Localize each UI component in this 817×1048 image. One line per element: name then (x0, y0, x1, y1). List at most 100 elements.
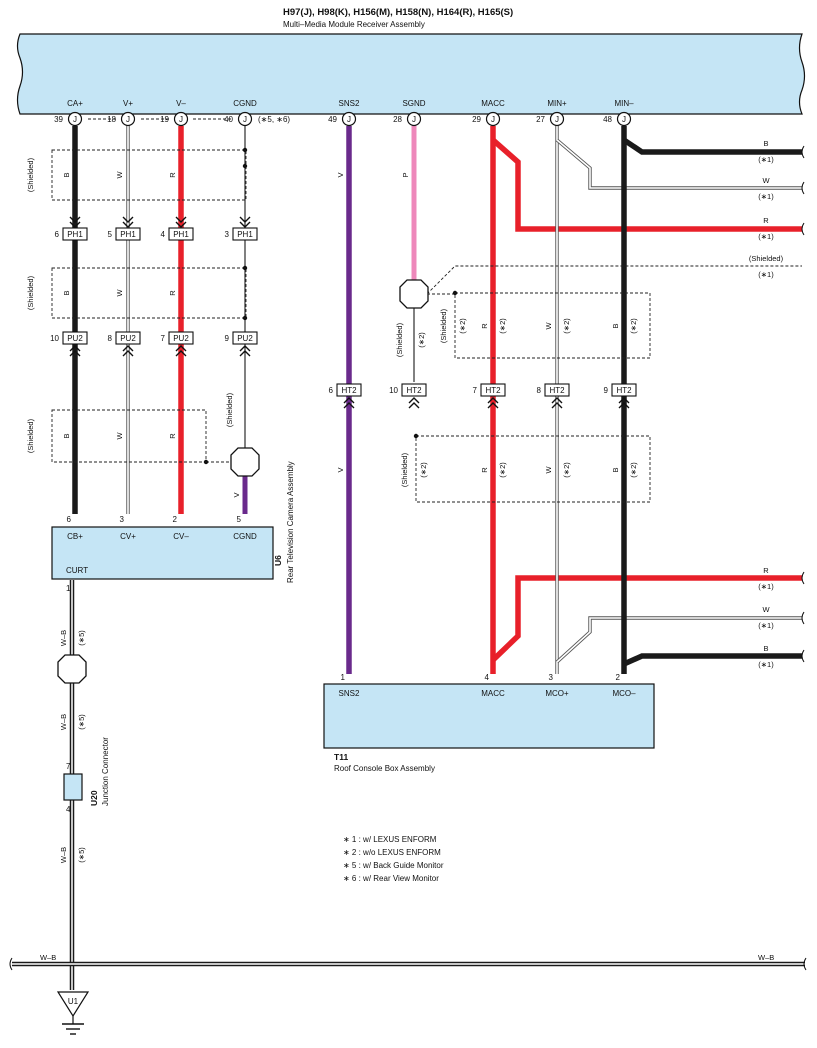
note-macc-t: (∗2) (498, 318, 507, 334)
svg-text:PU2: PU2 (67, 334, 83, 343)
console-box (323, 683, 655, 749)
shield-box-5 (415, 435, 651, 503)
note-curt-2: (∗5) (77, 714, 86, 730)
receiver-pin-4 (341, 111, 357, 127)
branch-b-bottom-note: (∗1) (758, 660, 774, 669)
camera-signal-1: CV+ (120, 532, 136, 541)
camera-name: Rear Television Camera Assembly (286, 461, 295, 583)
label-minp-b: W (544, 466, 553, 474)
svg-text:7: 7 (161, 334, 166, 343)
ht2-connector-4: HT2 9 (604, 383, 637, 409)
note-macc-b: (∗2) (498, 462, 507, 478)
receiver-pin-5 (406, 111, 422, 127)
shield-box-4 (454, 292, 651, 359)
receiver-pin-num-8: 48 (603, 115, 612, 124)
label-minm-t: B (611, 323, 620, 328)
svg-text:9: 9 (604, 386, 609, 395)
svg-text:8: 8 (108, 334, 113, 343)
shield-note-7: (∗2) (419, 462, 428, 478)
receiver-pin-1 (120, 111, 136, 127)
console-pin-num-3: 2 (616, 673, 621, 682)
camera-signal-0: CB+ (67, 532, 83, 541)
console-pin-num-1: 4 (485, 673, 490, 682)
note-1: ∗ 1 : w/ LEXUS ENFORM (343, 835, 437, 844)
svg-text:7: 7 (473, 386, 478, 395)
junction-pin-in: 7 (66, 762, 71, 771)
note-curt-1: (∗5) (77, 630, 86, 646)
receiver-signal-4: SNS2 (339, 99, 360, 108)
branch-r-top-note: (∗1) (758, 232, 774, 241)
camera-pin-num-3: 5 (237, 515, 242, 524)
shield-label-4: (Shielded) (225, 392, 234, 427)
svg-text:PH1: PH1 (67, 230, 83, 239)
receiver-pin-num-3: 40 (224, 115, 233, 124)
camera-box (51, 526, 274, 580)
label-sgnd-p: P (401, 172, 410, 177)
branch-b-bottom: B (763, 644, 768, 653)
svg-text:PU2: PU2 (120, 334, 136, 343)
receiver-pin-num-4: 49 (328, 115, 337, 124)
receiver-pin-conn-0: J (73, 115, 77, 124)
console-signal-0: SNS2 (339, 689, 360, 698)
label-curt-3: W–B (59, 847, 68, 863)
label-ca-b1: B (62, 172, 71, 177)
ph1-connector-0: PH1 6 (55, 216, 88, 241)
label-minm-b: B (611, 467, 620, 472)
label-cgnd-v: V (232, 492, 241, 497)
receiver-part-name: Multi–Media Module Receiver Assembly (283, 20, 425, 29)
svg-text:HT2: HT2 (616, 386, 632, 395)
camera-pin-num-2: 2 (173, 515, 178, 524)
note-4: ∗ 6 : w/ Rear View Monitor (343, 874, 439, 883)
svg-text:10: 10 (50, 334, 59, 343)
svg-text:6: 6 (329, 386, 334, 395)
shield-label-2: (Shielded) (26, 275, 35, 310)
ground-bus-label-right: W–B (758, 953, 774, 962)
notes: ∗ 1 : w/ LEXUS ENFORM ∗ 2 : w/o LEXUS EN… (343, 835, 444, 883)
receiver-pin-conn-8: J (622, 115, 626, 124)
console-pin-num-0: 1 (341, 673, 346, 682)
svg-text:6: 6 (55, 230, 60, 239)
svg-text:4: 4 (161, 230, 166, 239)
label-v-plus-b2: W (115, 289, 124, 297)
ground-code: U1 (68, 997, 79, 1006)
label-sns2-top: V (336, 172, 345, 177)
ground-point (56, 991, 90, 1018)
camera-curt-pin: 1 (66, 584, 71, 593)
wire-macc-branch-bottom (491, 575, 802, 662)
wire-min-minus-branch-top (622, 137, 802, 155)
label-macc-b: R (480, 467, 489, 473)
label-ca-b2: B (62, 290, 71, 295)
receiver-pin-conn-3: J (243, 115, 247, 124)
svg-text:9: 9 (225, 334, 230, 343)
branch-b-top-note: (∗1) (758, 155, 774, 164)
label-sns2-bottom: V (336, 467, 345, 472)
pu2-connector-1: PU2 8 (108, 331, 141, 357)
receiver-pin-num-5: 28 (393, 115, 402, 124)
label-v-minus-b3: R (168, 433, 177, 439)
cgnd-pin-note: (∗5, ∗6) (258, 115, 290, 124)
pu2-connector-0: PU2 10 (50, 331, 88, 357)
branch-r-top: R (763, 216, 769, 225)
shield-ground-splice-sgnd (399, 279, 429, 309)
label-v-minus-b2: R (168, 290, 177, 296)
svg-text:PH1: PH1 (120, 230, 136, 239)
console-signal-3: MCO– (612, 689, 636, 698)
svg-text:HT2: HT2 (485, 386, 501, 395)
console-name: Roof Console Box Assembly (334, 764, 435, 773)
receiver-pin-num-0: 39 (54, 115, 63, 124)
svg-text:3: 3 (225, 230, 230, 239)
receiver-pin-2 (173, 111, 189, 127)
receiver-pin-7 (549, 111, 565, 127)
receiver-pin-6 (485, 111, 501, 127)
svg-text:HT2: HT2 (549, 386, 565, 395)
note-3: ∗ 5 : w/ Back Guide Monitor (343, 861, 444, 870)
